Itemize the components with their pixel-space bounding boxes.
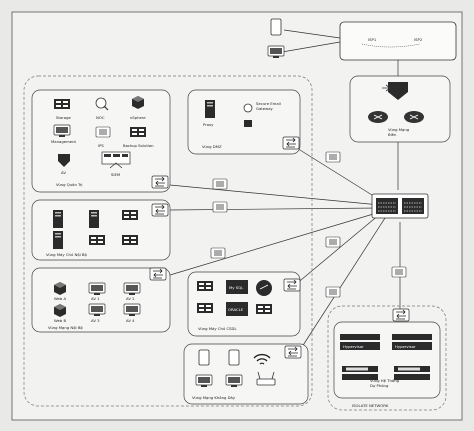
zone-may-chu-noi-bo-label: Vùng Máy Chủ Nội Bộ	[46, 252, 88, 257]
zone-khong-day-switch	[284, 345, 302, 359]
pc-av-2	[123, 282, 141, 296]
pc-av-1	[88, 282, 106, 296]
noi-bo-label-4: AV 3	[91, 318, 100, 323]
phone-icon-1	[198, 349, 210, 366]
zone-mang-noi-bo	[31, 267, 171, 333]
zone-may-chu-noi-bo	[31, 199, 171, 261]
backup-label: Backup Solution	[123, 143, 154, 148]
laptop-icon-2	[225, 374, 243, 388]
router-icon-2	[404, 111, 424, 123]
zone-mang-noi-bo-switch	[149, 267, 167, 281]
internal-area	[23, 75, 313, 407]
noi-bo-label-2: AV 2	[126, 296, 135, 301]
ips-icon	[95, 126, 111, 138]
svg-text:Hypervisor: Hypervisor	[343, 344, 364, 349]
management-label: Management	[51, 139, 77, 144]
internal-rack-2	[89, 235, 105, 245]
zone-may-chu-noi-bo-switch	[151, 203, 169, 217]
svg-text:My SQL: My SQL	[229, 285, 244, 290]
zone-dmz-switch	[282, 136, 300, 150]
svg-text:ORACLE: ORACLE	[228, 307, 244, 312]
isolate-network-label: ISOLATE NETWORK	[352, 403, 389, 408]
management-icon	[53, 124, 71, 138]
vsphere-label: vSphere	[130, 115, 146, 120]
router-icon-1	[368, 111, 388, 123]
pc-av-4	[123, 303, 141, 317]
zone-quan-tri	[31, 89, 171, 193]
laptop-icon-1	[195, 374, 213, 388]
db-rack-3	[256, 304, 272, 314]
hypervisor-2: Hypervisor	[392, 334, 432, 350]
av-shield-icon	[58, 154, 70, 167]
internal-rack-3	[122, 235, 138, 245]
noi-bo-label-0: Web A	[54, 296, 66, 301]
backup-storage-1	[342, 366, 378, 380]
link-switch-3	[212, 201, 228, 213]
db-oracle: ORACLE	[226, 302, 248, 316]
zone-mang-noi-bo-label: Vùng Mạng Nội Bộ	[48, 325, 83, 330]
backup-icon	[130, 127, 146, 137]
pc-av-3	[88, 303, 106, 317]
svg-text:Hypervisor: Hypervisor	[395, 344, 416, 349]
link-switch-2	[212, 178, 228, 190]
noi-bo-label-1: AV 1	[91, 296, 100, 301]
tablet-icon	[270, 18, 282, 36]
phone-icon-2	[228, 349, 240, 366]
siem-icon	[101, 151, 131, 169]
link-switch-1	[325, 151, 341, 163]
zone-khong-day	[183, 343, 309, 405]
internal-server-3	[53, 231, 63, 249]
internal-server-2	[89, 210, 99, 228]
core-switch	[371, 193, 429, 219]
zone-may-chu-csdl-label: Vùng Máy Chủ CSDL	[198, 326, 237, 331]
proxy-label: Proxy	[203, 122, 214, 127]
db-gauge-icon	[256, 280, 272, 296]
link-switch-5	[325, 236, 341, 248]
laptop-icon	[267, 45, 285, 59]
av-label: AV	[61, 170, 66, 175]
wifi-icon	[253, 353, 271, 365]
db-mysql: My SQL	[226, 280, 248, 294]
internal-rack-1	[122, 210, 138, 220]
zone-khong-day-label: Vùng Mạng Không Dây	[192, 395, 236, 400]
link-lines	[169, 29, 401, 351]
noc-label: NOC	[96, 115, 105, 120]
proxy-server-icon	[205, 100, 215, 118]
zone-may-chu-csdl-switch	[283, 278, 301, 292]
isp2-label: ISP2	[414, 37, 423, 42]
zone-quan-tri-switch	[151, 175, 169, 189]
zone-bien	[349, 75, 451, 143]
access-point-icon	[256, 371, 276, 386]
zone-du-phong-switch	[392, 308, 410, 322]
db-rack-2	[197, 303, 213, 313]
storage-label: Storage	[56, 115, 72, 120]
noi-bo-label-5: AV 4	[126, 318, 135, 323]
internal-server-1	[53, 210, 63, 228]
zone-dmz-label: Vùng DMZ	[202, 144, 222, 149]
db-rack-1	[197, 281, 213, 291]
backup-storage-2	[394, 366, 430, 380]
isp-link	[361, 43, 421, 48]
isolate-area	[327, 305, 447, 411]
firewall-icon	[382, 82, 408, 100]
hypervisor-1: Hypervisor	[340, 334, 380, 350]
storage-icon	[54, 99, 70, 109]
email-gateway-icon	[243, 103, 253, 127]
siem-label: SIEM	[111, 172, 120, 177]
isp1-label: ISP1	[368, 37, 377, 42]
link-switch-6	[325, 286, 341, 298]
zone-quan-tri-label: Vùng Quản Trị	[56, 182, 82, 187]
noc-icon	[95, 97, 109, 111]
ips-label: IPS	[98, 143, 104, 148]
link-switch-4	[210, 247, 226, 259]
isp-box	[339, 21, 457, 61]
noi-bo-label-3: Web B	[54, 318, 66, 323]
link-switch-7	[391, 266, 407, 278]
